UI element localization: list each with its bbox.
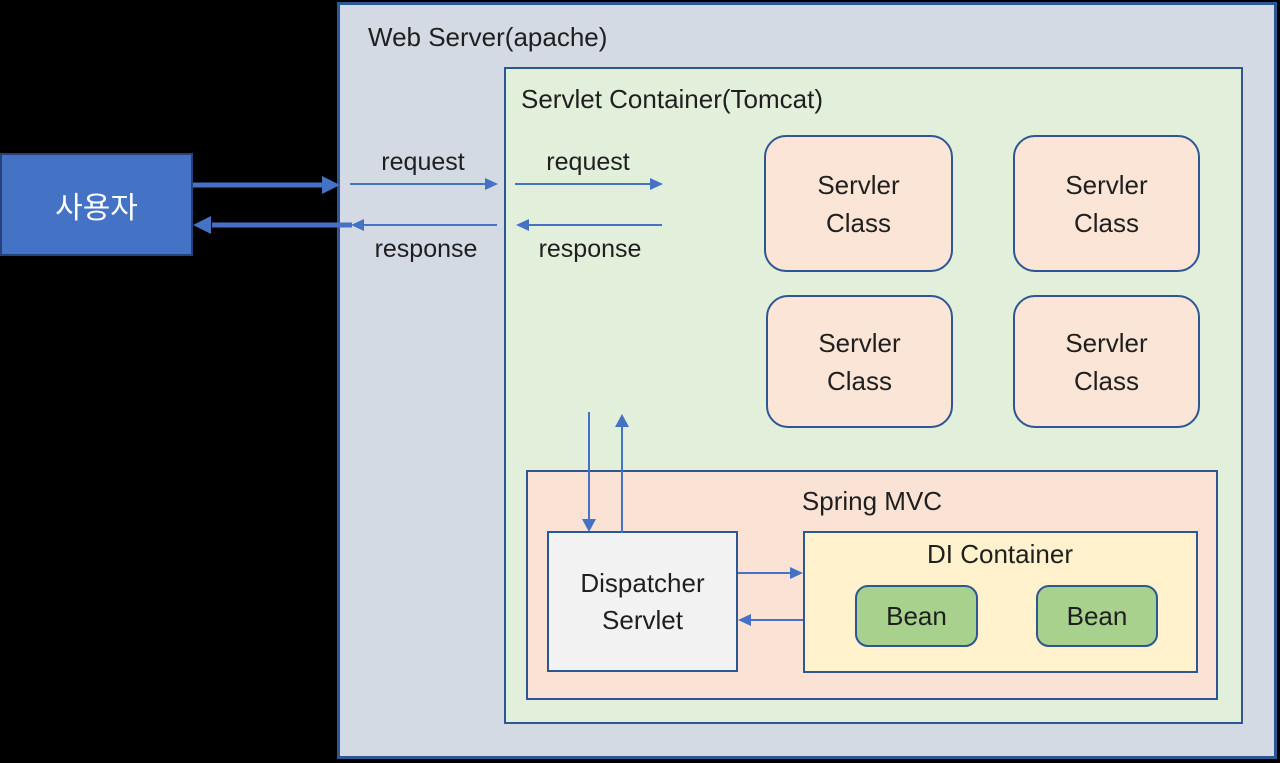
user-to-server-arrow: [193, 176, 340, 194]
spring-mvc-title: Spring MVC: [801, 486, 943, 516]
servlet-container-request-label: request: [546, 148, 630, 176]
di-container-title: DI Container: [927, 539, 1073, 569]
dispatcher-servlet-box: Dispatcher Servlet: [547, 531, 738, 672]
bean-box-2: Bean: [1036, 585, 1158, 647]
web-server-request-label: request: [381, 148, 465, 176]
servlet-container-response-label: response: [538, 235, 642, 263]
servlet-class-box-4: Servler Class: [1013, 295, 1200, 428]
servlet-class-box-3: Servler Class: [766, 295, 953, 428]
user-box: 사용자: [0, 153, 193, 256]
server-to-user-arrow: [193, 216, 352, 234]
bean-box-1: Bean: [855, 585, 978, 647]
servlet-class-box-1: Servler Class: [764, 135, 953, 272]
servlet-container-title: Servlet Container(Tomcat): [521, 84, 823, 114]
web-server-response-label: response: [374, 235, 478, 263]
user-box-label: 사용자: [55, 191, 138, 225]
servlet-class-box-2: Servler Class: [1013, 135, 1200, 272]
web-server-title: Web Server(apache): [368, 22, 608, 52]
